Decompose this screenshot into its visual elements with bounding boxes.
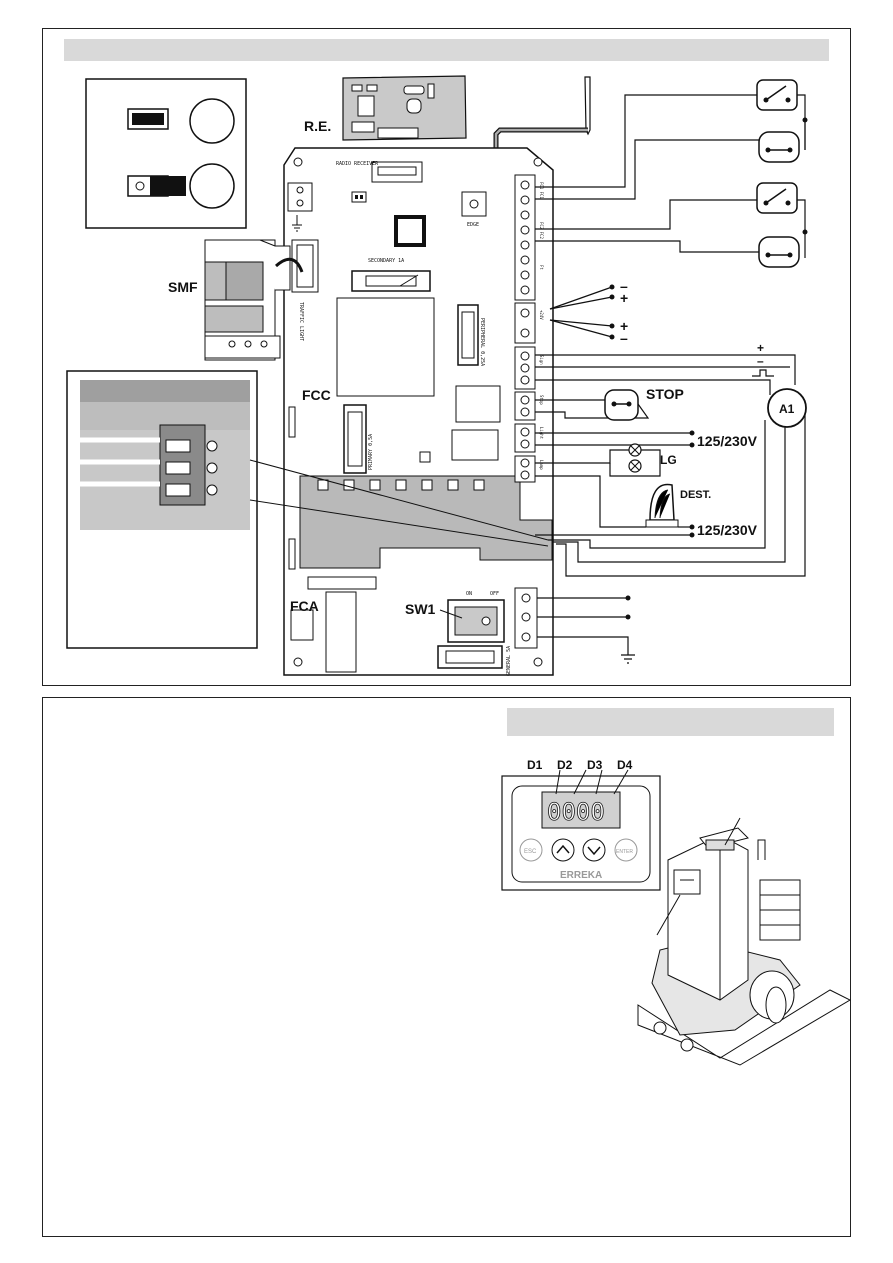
control-board: RADIO RECEIVER EDGE TRAFFIC LIGHT SECOND…: [283, 147, 554, 676]
photocell-plus-1: +: [620, 290, 628, 306]
flashing-light-symbol: [645, 483, 679, 528]
switch-off-text: OFF: [490, 591, 499, 597]
digit-label-d1: D1: [527, 758, 543, 772]
a1-label: A1: [779, 402, 795, 416]
terminal-label-2: FC2 FC2: [539, 222, 544, 239]
terminal-label-5: Sign: [539, 355, 544, 365]
traffic-light-text: TRAFFIC LIGHT: [298, 302, 304, 341]
brand-text: ERREKA: [560, 870, 602, 881]
esc-button-label: ESC: [524, 849, 537, 855]
display-section-header-bar: [507, 708, 834, 736]
limit-switch-symbols: [756, 79, 800, 268]
secondary-fuse-text: SECONDARY 1A: [368, 258, 404, 264]
peripheral-fuse-text: PERIPHERAL 0,25A: [479, 318, 485, 366]
photocell-minus-1: –: [620, 278, 628, 294]
traffic-lamp-symbols: [628, 443, 642, 473]
primary-fuse-text: PRIMARY 0,5A: [368, 434, 374, 470]
switch-position-box: [85, 78, 247, 229]
photocell-plus-2: +: [620, 318, 628, 334]
svg-text:0000: 0000: [547, 798, 605, 826]
digit-label-d2: D2: [557, 758, 573, 772]
edge-text: EDGE: [467, 222, 479, 228]
terminal-label-8: Lamp: [539, 460, 544, 470]
general-fuse-text: GENERAL 5A: [506, 646, 512, 676]
gate-motor-illustration: [637, 817, 852, 1066]
a1-plus: +: [757, 341, 764, 355]
display-panel: 0000 ESC ENTER ERREKA: [501, 769, 661, 891]
smf-module: [204, 239, 304, 361]
voltage-label-bottom: 125/230V: [697, 522, 758, 538]
receiver-label: R.E.: [304, 118, 331, 134]
sw1-label: SW1: [405, 601, 436, 617]
photocell-minus-2: –: [620, 330, 628, 346]
a1-minus: –: [757, 354, 764, 368]
terminal-strip: FC1 FC1 FC2 FC2 Ft +24V Sign Stop Light …: [514, 174, 544, 649]
connector-detail-view: [66, 370, 549, 649]
down-arrow-icon: [587, 846, 601, 856]
up-arrow-icon: [556, 844, 570, 854]
switch-on-text: ON: [466, 591, 472, 597]
terminal-label-1: FC1 FC1: [539, 182, 544, 199]
wire-junctions: [609, 117, 808, 620]
wiring-diagram-header-bar: [64, 39, 829, 61]
stop-button-symbol: [604, 389, 639, 421]
terminal-label-3: Ft: [539, 265, 544, 270]
stop-label: STOP: [646, 386, 684, 402]
radio-receiver-text: RADIO RECEIVER: [336, 161, 379, 167]
fcc-label: FCC: [302, 387, 331, 403]
fca-label: FCA: [290, 598, 319, 614]
digit-label-d3: D3: [587, 758, 603, 772]
digit-label-d4: D4: [617, 758, 633, 772]
dest-label: DEST.: [680, 489, 711, 501]
smf-label: SMF: [168, 279, 198, 295]
a1-module-symbol: [767, 388, 807, 428]
voltage-label-top: 125/230V: [697, 433, 758, 449]
enter-button-label: ENTER: [616, 849, 633, 855]
lg-label: LG: [660, 453, 677, 467]
terminal-label-4: +24V: [539, 310, 544, 320]
